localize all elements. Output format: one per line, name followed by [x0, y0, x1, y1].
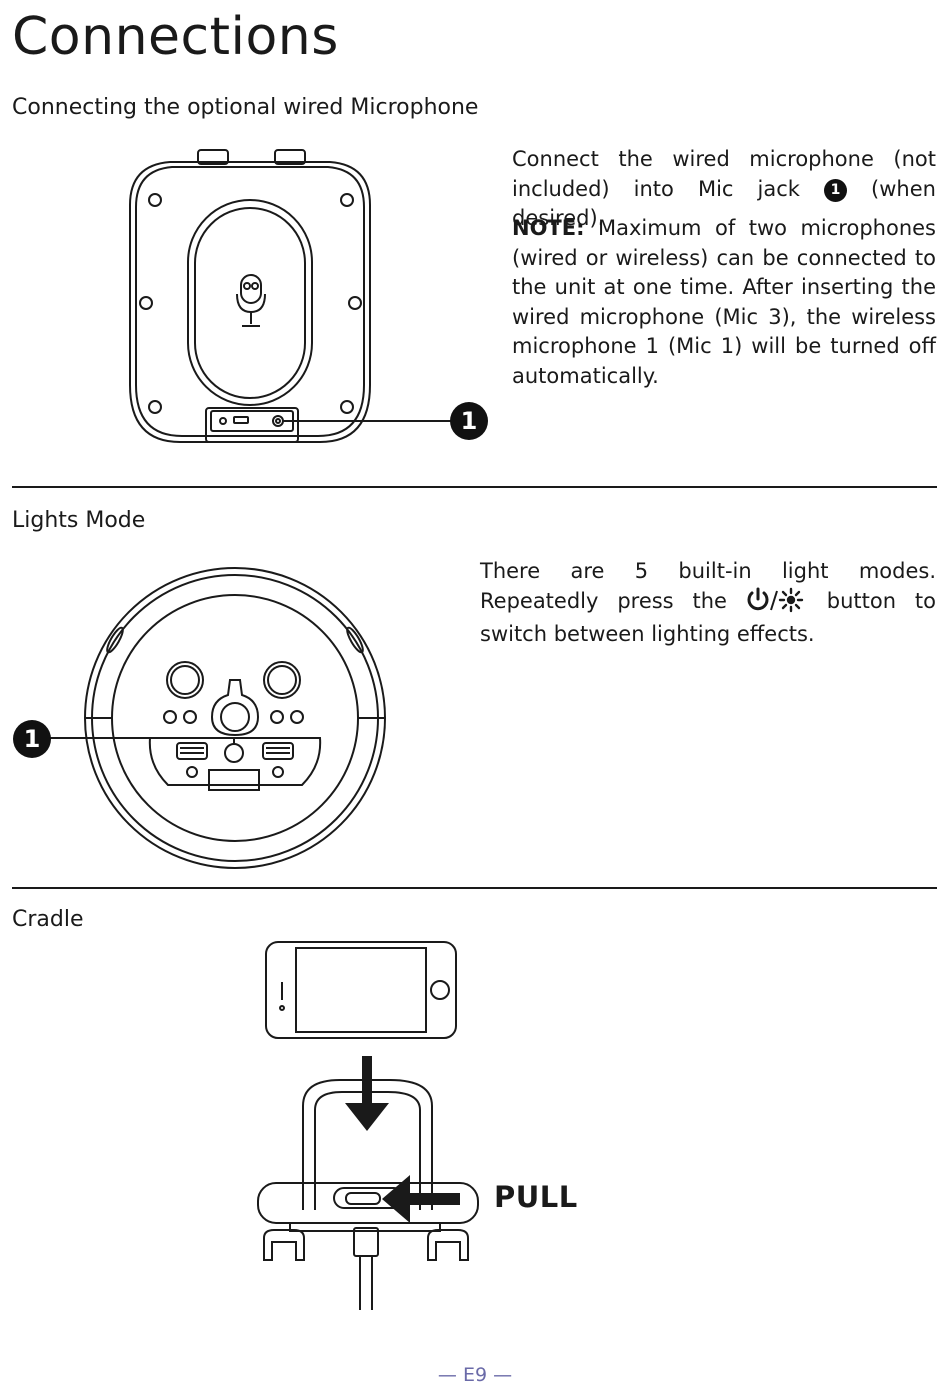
section-heading-cradle: Cradle: [12, 907, 84, 932]
speaker-back-illustration: [129, 149, 452, 443]
lights-instruction-text: There are 5 built-in light modes. Repeat…: [480, 557, 936, 650]
note-label: NOTE:: [512, 216, 585, 240]
power-light-icon: [746, 587, 808, 621]
mic-instruction-text: Connect the wired microphone (not includ…: [512, 145, 936, 234]
mic-instruction-part1: Connect the wired microphone (not includ…: [512, 147, 936, 201]
mic-jack-badge: 1: [823, 178, 847, 202]
cradle-illustration: [257, 941, 479, 1310]
section-divider: [12, 486, 937, 488]
callout-badge-light-button: 1: [13, 720, 51, 758]
page-title: Connections: [12, 7, 339, 67]
section-heading-lights: Lights Mode: [12, 508, 146, 533]
section-divider: [12, 887, 937, 889]
note-text: Maximum of two microphones (wired or wir…: [512, 216, 936, 388]
pull-label: PULL: [494, 1180, 578, 1214]
lights-text-part2: button to switch between lighting effect…: [480, 588, 936, 647]
lights-text-part1: There are 5 built-in light modes. Repeat…: [480, 559, 936, 613]
page-number: — E9 —: [437, 1364, 513, 1386]
mic-instruction-part2: (when desired).: [512, 176, 936, 231]
microphone-icon: [236, 274, 266, 327]
callout-badge-mic-jack: 1: [450, 402, 488, 440]
section-heading-microphone: Connecting the optional wired Microphone: [12, 95, 479, 120]
speaker-top-illustration: [50, 567, 386, 869]
mic-note: NOTE: Maximum of two microphones (wired …: [512, 214, 936, 391]
